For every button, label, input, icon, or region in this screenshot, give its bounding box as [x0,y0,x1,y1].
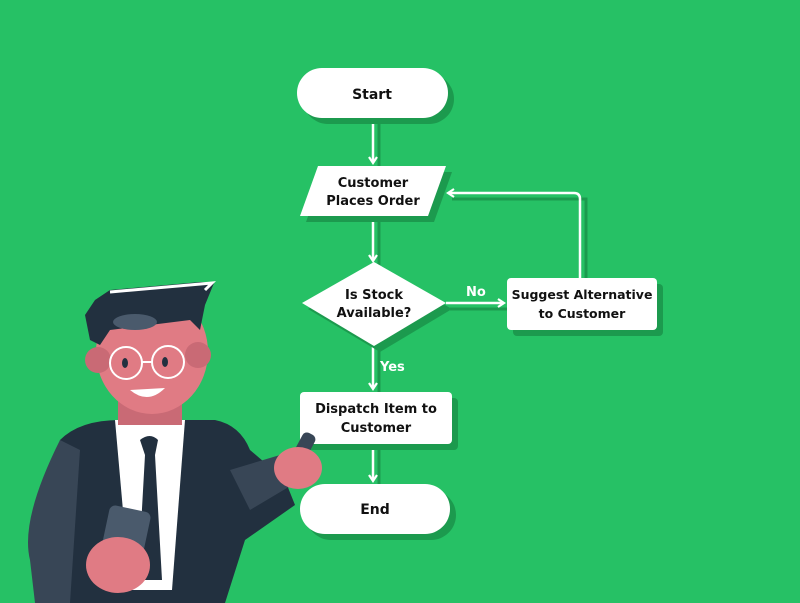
label-yes: Yes [379,360,405,375]
node-decision-label-1: Is Stock [345,288,403,303]
node-start-label: Start [352,87,392,103]
node-start: Start [297,68,454,124]
node-decision-stock: Is Stock Available? [302,262,452,352]
right-hand [274,447,322,489]
node-customer-places-order: Customer Places Order [300,166,452,222]
node-order-label-1: Customer [338,176,409,191]
node-decision-label-2: Available? [337,306,412,321]
businessman-illustration [28,281,322,603]
node-end: End [300,484,456,540]
connector-shadows [377,122,588,486]
node-end-label: End [360,502,390,518]
node-alternative-label-2: to Customer [539,306,626,321]
node-dispatch-item: Dispatch Item to Customer [300,392,458,450]
node-dispatch-label-2: Customer [341,421,412,436]
smile [130,388,165,398]
node-dispatch-label-1: Dispatch Item to [315,402,437,417]
node-suggest-alternative: Suggest Alternative to Customer [507,278,663,336]
glasses [109,345,185,380]
label-no: No [466,285,486,300]
node-alternative-label-1: Suggest Alternative [512,287,653,302]
arrow-loop-back [446,188,582,278]
left-hand [86,537,150,593]
node-order-label-2: Places Order [326,194,420,209]
